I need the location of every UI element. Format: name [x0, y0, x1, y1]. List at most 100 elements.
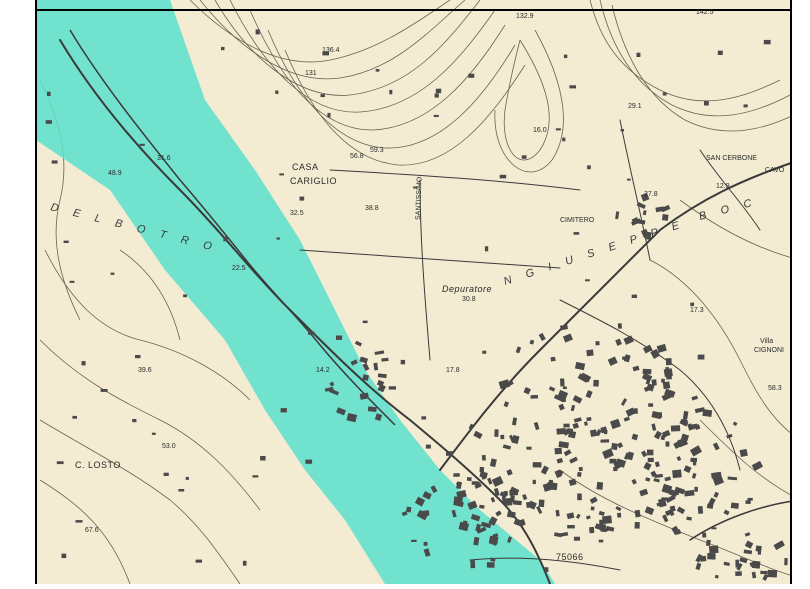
building	[346, 412, 358, 423]
spot-height: 48.9	[108, 170, 122, 177]
building	[453, 473, 460, 477]
building	[655, 206, 665, 213]
building	[647, 457, 654, 463]
building	[643, 462, 652, 471]
building	[585, 279, 590, 282]
building	[743, 104, 748, 108]
contour-lines	[39, 0, 801, 585]
building	[503, 497, 513, 506]
building	[135, 355, 141, 359]
building	[359, 392, 369, 400]
building	[509, 489, 519, 496]
building	[697, 354, 705, 360]
building	[631, 218, 642, 226]
building	[714, 574, 719, 579]
spot-height: 29.1	[628, 103, 642, 110]
building	[662, 92, 667, 96]
building	[717, 50, 723, 55]
spot-height: 132.9	[516, 13, 534, 20]
building	[163, 472, 169, 476]
building	[691, 395, 699, 401]
building	[586, 349, 594, 357]
building	[730, 502, 739, 509]
building	[735, 559, 740, 568]
building	[568, 478, 577, 487]
building	[653, 430, 662, 440]
building	[642, 210, 647, 216]
building	[694, 424, 701, 431]
building	[634, 509, 641, 518]
building	[727, 476, 738, 481]
building	[462, 520, 468, 529]
building	[586, 515, 591, 520]
building	[651, 379, 657, 386]
building	[466, 477, 472, 482]
building	[665, 494, 676, 504]
building	[632, 365, 640, 372]
building	[110, 272, 115, 275]
building	[683, 465, 692, 474]
building	[532, 479, 536, 485]
building	[401, 511, 408, 517]
building	[276, 237, 280, 240]
spot-height: 31.6	[157, 155, 171, 162]
building	[673, 441, 682, 449]
building	[573, 417, 582, 423]
building	[617, 323, 622, 329]
building	[577, 373, 589, 383]
building	[451, 509, 457, 518]
building	[623, 452, 630, 460]
building	[381, 357, 389, 362]
building	[489, 458, 497, 468]
building	[132, 419, 137, 423]
building	[593, 379, 599, 387]
building	[75, 520, 83, 523]
label-depuratore: Depuratore	[442, 284, 492, 294]
building	[473, 536, 480, 546]
building	[625, 407, 636, 417]
building	[63, 240, 69, 243]
building	[605, 525, 615, 532]
building	[493, 487, 500, 497]
building	[512, 500, 522, 506]
building	[569, 456, 578, 464]
building	[299, 196, 305, 201]
building	[615, 211, 620, 220]
building	[480, 521, 492, 529]
spot-height: 27.8	[644, 191, 658, 198]
building	[743, 549, 753, 555]
building	[664, 476, 671, 482]
building	[563, 423, 570, 428]
building	[500, 434, 505, 440]
building	[651, 423, 657, 431]
building	[620, 398, 628, 406]
building	[554, 447, 563, 455]
building	[669, 510, 675, 517]
building	[572, 422, 579, 429]
building	[712, 475, 724, 486]
building	[69, 280, 75, 283]
spot-height: 59.3	[370, 147, 384, 154]
building	[373, 362, 379, 371]
label-casa: CASA	[292, 162, 319, 172]
building	[490, 557, 496, 562]
building	[650, 348, 661, 359]
flood-zone-area[interactable]	[36, 0, 555, 584]
building	[413, 186, 418, 189]
spot-height: 30.8	[462, 296, 476, 303]
building	[747, 497, 753, 501]
building	[45, 120, 52, 124]
building	[671, 525, 681, 536]
building	[739, 448, 748, 458]
building	[596, 481, 604, 490]
building	[585, 390, 593, 399]
building	[221, 46, 225, 51]
building	[660, 434, 666, 441]
building	[686, 516, 692, 521]
building	[481, 454, 486, 461]
building	[645, 231, 652, 240]
building	[479, 466, 485, 473]
building	[533, 421, 540, 431]
building	[354, 340, 363, 347]
